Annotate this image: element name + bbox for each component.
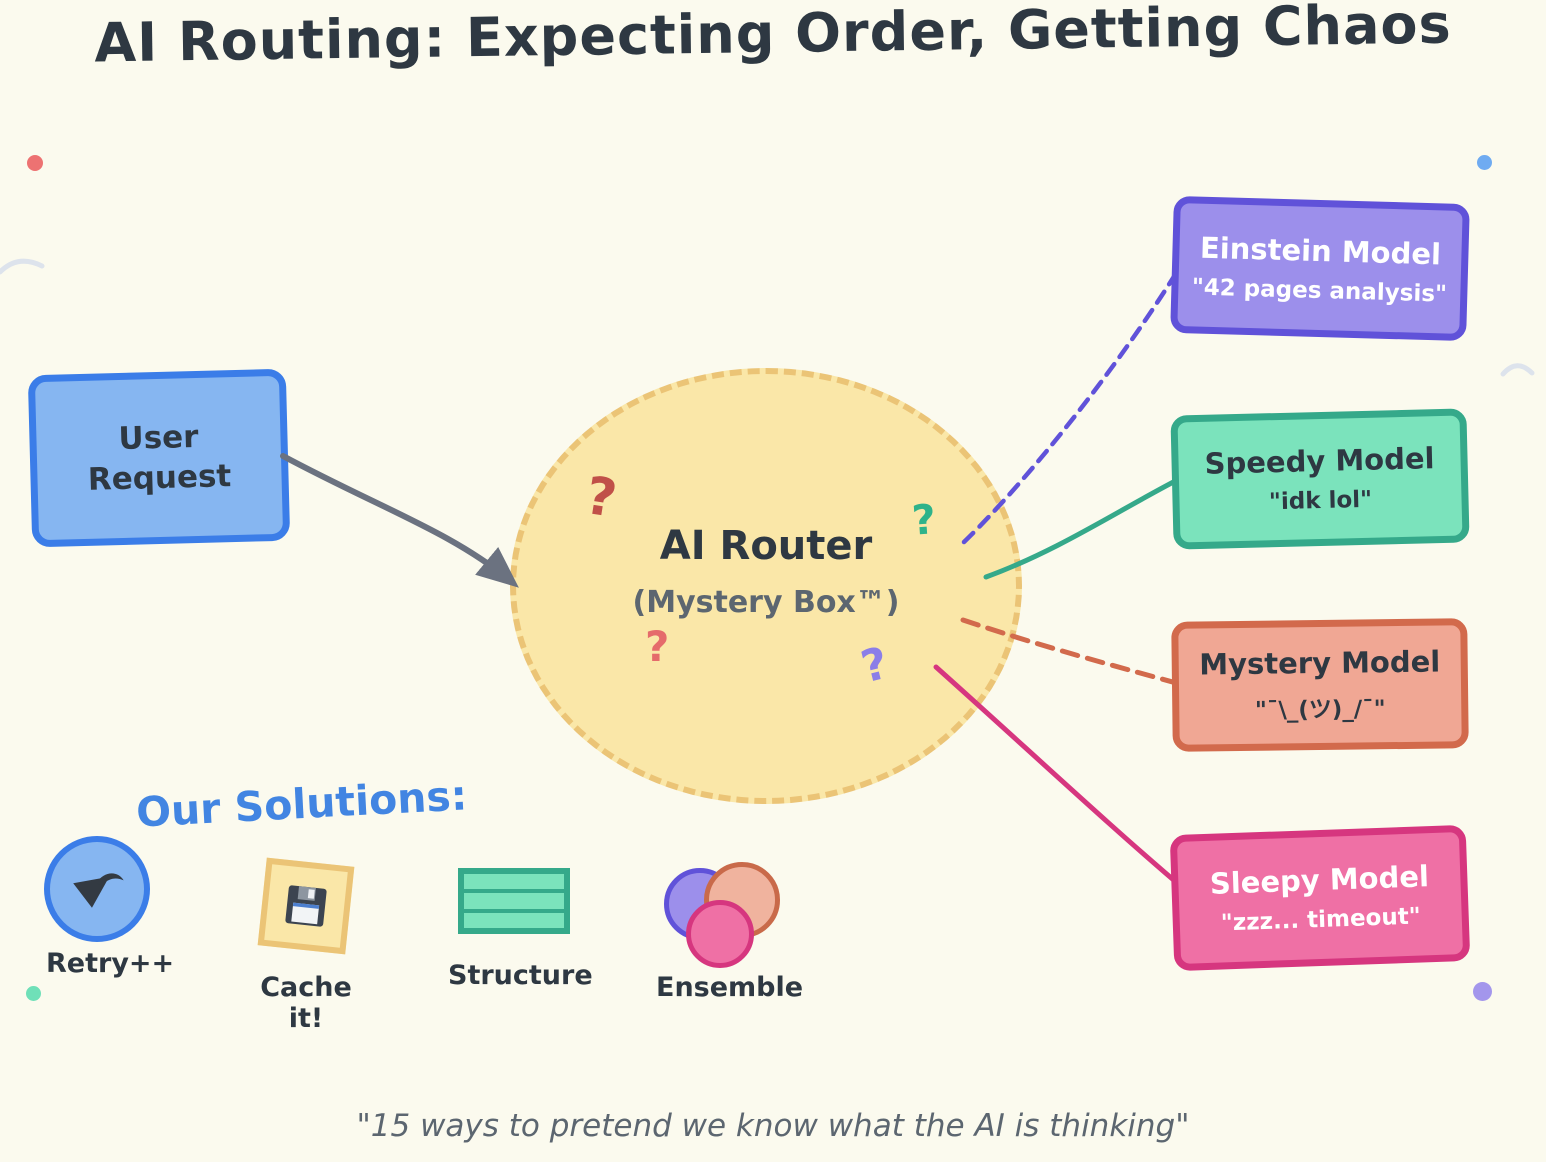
mystery-model-name: Mystery Model — [1199, 644, 1441, 682]
decor-dot-purple — [1473, 982, 1492, 1001]
speedy-model-quote: "idk lol" — [1268, 486, 1373, 516]
solutions-heading: Our Solutions: — [134, 771, 469, 837]
router-title: AI Router — [659, 522, 873, 569]
question-mark-pink: ? — [645, 622, 670, 671]
structure-label: Structure — [448, 960, 593, 991]
retry-label: Retry++ — [46, 948, 175, 979]
decor-sketch-arc-right — [1500, 363, 1535, 377]
decor-dot-green — [26, 986, 41, 1001]
cache-solution-node — [257, 857, 355, 955]
user-request-to-router-arrow — [280, 453, 519, 588]
sleepy-model-name: Sleepy Model — [1209, 859, 1430, 901]
einstein-model-name: Einstein Model — [1199, 230, 1442, 271]
table-rows-icon — [464, 874, 564, 889]
sleepy-model-node: Sleepy Model "zzz... timeout" — [1169, 824, 1471, 972]
mystery-model-node: Mystery Model "¯\_(ツ)_/¯" — [1171, 618, 1469, 752]
einstein-model-node: Einstein Model "42 pages analysis" — [1170, 195, 1470, 342]
question-mark-green: ? — [910, 495, 938, 545]
retry-refresh-icon — [73, 873, 124, 908]
decor-dot-red — [27, 155, 43, 171]
ensemble-label: Ensemble — [656, 972, 804, 1003]
ensemble-solution-node — [660, 858, 780, 974]
floppy-disk-icon — [285, 885, 327, 927]
structure-solution-node — [458, 868, 570, 934]
speedy-model-name: Speedy Model — [1204, 441, 1435, 481]
cache-label: Cache it! — [260, 972, 352, 1034]
user-request-label: User Request — [87, 418, 232, 498]
retry-solution-node — [44, 836, 150, 942]
user-request-node: User Request — [27, 368, 291, 548]
decor-sketch-arc-left — [0, 258, 45, 275]
footer-quote: "15 ways to pretend we know what the AI … — [356, 1108, 1190, 1144]
page-title: AI Routing: Expecting Order, Getting Cha… — [93, 0, 1453, 75]
sleepy-model-quote: "zzz... timeout" — [1220, 903, 1422, 937]
router-subtitle: (Mystery Box™) — [632, 584, 900, 620]
einstein-model-quote: "42 pages analysis" — [1191, 273, 1448, 308]
speedy-model-node: Speedy Model "idk lol" — [1170, 408, 1470, 550]
mystery-model-quote: "¯\_(ツ)_/¯" — [1254, 696, 1386, 724]
ai-router-node: AI Router (Mystery Box™) — [510, 368, 1022, 804]
decor-dot-blue — [1477, 155, 1492, 170]
